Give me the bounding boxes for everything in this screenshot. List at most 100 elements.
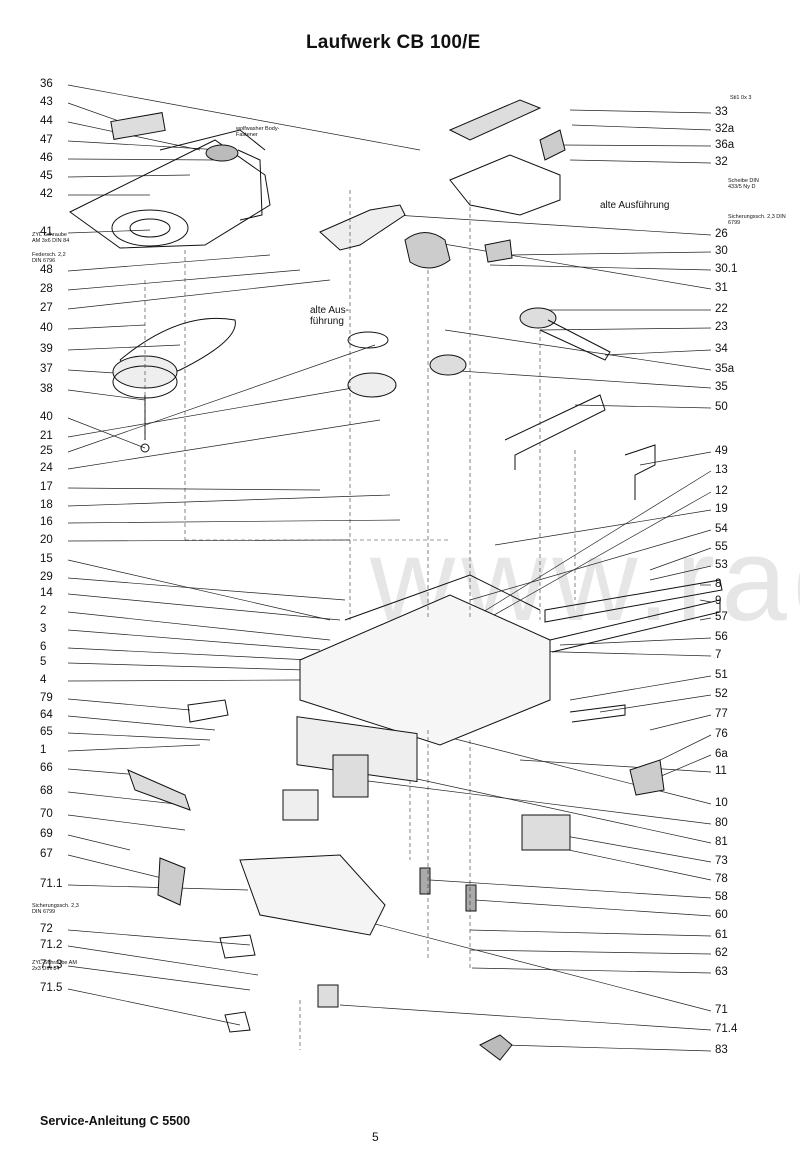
reel-table-21 <box>347 372 397 398</box>
left-leader-line <box>67 158 216 161</box>
right-callout-label: 63 <box>715 966 728 978</box>
right-callout-label: 52 <box>715 688 728 700</box>
top-chassis-plate <box>69 139 271 249</box>
bracket-66 <box>127 769 191 811</box>
left-leader-line <box>67 344 376 453</box>
left-leader-line <box>67 344 181 351</box>
right-leader-line <box>474 899 712 917</box>
right-callout-label: 32a <box>715 123 735 135</box>
right-callout-label: 60 <box>715 909 728 921</box>
left-callout-label: 71.3 <box>40 959 63 971</box>
right-leader-line <box>339 1004 712 1031</box>
right-callout-label: 19 <box>715 503 728 515</box>
left-leader-line <box>67 417 146 449</box>
left-callout-label: 17 <box>40 481 53 493</box>
left-leader-line <box>67 965 251 991</box>
right-leader-line <box>639 451 712 466</box>
left-leader-line <box>67 629 321 651</box>
right-leader-line <box>539 327 712 331</box>
left-callout-label: 46 <box>40 152 53 164</box>
note-scheibe: Scheibe DIN 433/5 Ny D <box>728 178 759 190</box>
note-sicherungsscheibe-left: Sicherungssch. 2,3 DIN 6799 <box>32 903 79 915</box>
left-callout-label: 6 <box>40 641 47 653</box>
right-callout-label: 13 <box>715 464 728 476</box>
right-leader-line <box>469 949 712 955</box>
left-leader-line <box>67 945 259 976</box>
left-callout-label: 79 <box>40 692 53 704</box>
left-leader-line <box>67 679 301 682</box>
right-callout-label: 53 <box>715 559 728 571</box>
left-callout-label: 29 <box>40 571 53 583</box>
right-leader-line <box>699 599 712 603</box>
spring-60 <box>465 884 477 912</box>
page-title: Laufwerk CB 100/E <box>306 32 481 53</box>
right-callout-label: 31 <box>715 282 728 294</box>
left-leader-line <box>67 559 331 621</box>
bracket-71-3 <box>224 1011 251 1033</box>
left-callout-label: 14 <box>40 587 53 599</box>
left-callout-label: 71.2 <box>40 939 63 951</box>
right-callout-label: 62 <box>715 947 728 959</box>
right-leader-line <box>469 929 712 937</box>
switch-71-4 <box>317 984 339 1008</box>
right-leader-line <box>469 470 712 621</box>
left-leader-line <box>67 791 186 806</box>
right-leader-line <box>471 967 712 974</box>
right-leader-line <box>359 779 712 825</box>
right-callout-label: 33 <box>715 106 728 118</box>
lever-32 <box>449 154 561 216</box>
right-callout-label: 9 <box>715 595 722 607</box>
left-leader-line <box>67 229 151 234</box>
bracket-67 <box>157 857 186 906</box>
left-leader-line <box>67 519 401 524</box>
left-callout-label: 25 <box>40 445 53 457</box>
note-federscheibe: Federsch. 2,2 DIN 6796 <box>32 252 66 264</box>
cover-80 <box>282 789 319 821</box>
pulley-47 <box>205 144 239 162</box>
left-callout-label: 16 <box>40 516 53 528</box>
right-callout-label: 80 <box>715 817 728 829</box>
left-callout-label: 65 <box>40 726 53 738</box>
note-top-right: Sti1 0x 3 <box>730 95 752 101</box>
left-callout-label: 44 <box>40 115 53 127</box>
bracket-36a <box>539 129 566 161</box>
right-callout-label: 35a <box>715 363 735 375</box>
left-leader-line <box>67 389 146 401</box>
right-leader-line <box>469 529 712 601</box>
left-leader-line <box>67 732 211 741</box>
cover-81 <box>332 754 369 798</box>
right-leader-line <box>599 694 712 713</box>
spring-52 <box>569 704 626 723</box>
left-callout-label: 66 <box>40 762 53 774</box>
left-callout-label: 68 <box>40 785 53 797</box>
right-leader-line <box>444 329 712 371</box>
left-leader-line <box>67 744 201 752</box>
left-leader-line <box>67 988 241 1026</box>
page-number: 5 <box>372 1130 379 1144</box>
right-callout-label: 10 <box>715 797 728 809</box>
right-callout-label: 7 <box>715 649 722 661</box>
right-callout-label: 83 <box>715 1044 728 1056</box>
left-leader-line <box>67 487 321 491</box>
left-leader-line <box>67 419 381 470</box>
right-callout-label: 49 <box>715 445 728 457</box>
left-leader-line <box>67 929 251 946</box>
right-leader-line <box>419 239 712 290</box>
left-callout-label: 71.1 <box>40 878 63 890</box>
right-callout-label: 35 <box>715 381 728 393</box>
right-callout-label: 56 <box>715 631 728 643</box>
motor-assembly-22 <box>404 232 451 269</box>
left-callout-label: 3 <box>40 623 47 635</box>
right-leader-line <box>574 404 712 409</box>
note-sicherungsscheibe-right: Sicherungssch. 2,3 DIN 6799 <box>728 214 786 226</box>
left-callout-label: 40 <box>40 322 53 334</box>
right-callout-label: 51 <box>715 669 728 681</box>
left-callout-label: 1 <box>40 744 47 756</box>
right-leader-line <box>519 759 712 773</box>
right-callout-label: 71.4 <box>715 1023 738 1035</box>
left-leader-line <box>67 577 346 601</box>
right-callout-label: 8 <box>715 578 722 590</box>
left-callout-label: 5 <box>40 656 47 668</box>
left-leader-line <box>67 593 341 621</box>
right-leader-line <box>559 637 712 646</box>
